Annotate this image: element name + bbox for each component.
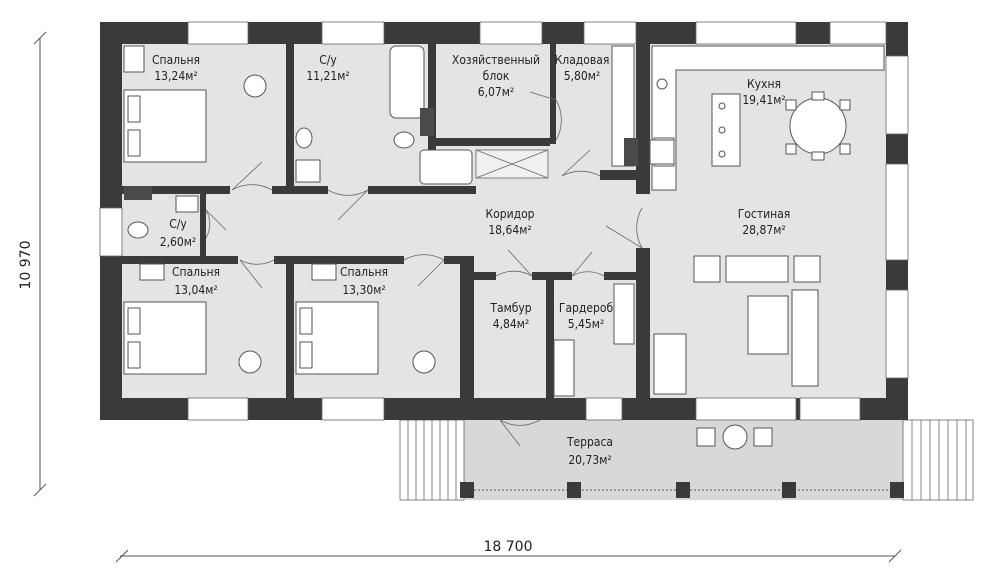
utility-area: 6,07м² [478, 85, 515, 99]
terrace-area-label: 20,73м² [568, 453, 611, 467]
bedroom1-name: Спальня [152, 53, 200, 67]
vestibule-area: 4,84м² [493, 317, 530, 331]
pantry-name: Кладовая [555, 53, 610, 67]
wardrobe-area: 5,45м² [568, 317, 605, 331]
living-area: 28,87м² [742, 223, 785, 237]
utility-name-1: Хозяйственный [452, 53, 540, 67]
bath1-area: 11,21м² [306, 69, 349, 83]
interior-walls [122, 44, 650, 420]
corridor-name: Коридор [485, 207, 534, 221]
furniture [123, 45, 885, 397]
kitchen-area: 19,41м² [742, 93, 785, 107]
bath2-name: С/у [169, 217, 187, 231]
bedroom2-name: Спальня [172, 265, 220, 279]
living-name: Гостиная [738, 207, 791, 221]
bath1-name: С/у [319, 53, 337, 67]
width-dimension: 18 700 [115, 539, 902, 563]
bedroom3-area: 13,30м² [342, 283, 385, 297]
bath2-area: 2,60м² [160, 235, 197, 249]
bedroom2-area: 13,04м² [174, 283, 217, 297]
terrace-area [399, 419, 974, 501]
terrace-name: Терраса [566, 435, 613, 449]
utility-name-2: блок [483, 69, 510, 83]
pantry-area: 5,80м² [564, 69, 601, 83]
width-dimension-label: 18 700 [484, 539, 533, 555]
corridor-area: 18,64м² [488, 223, 531, 237]
bedroom3-name: Спальня [340, 265, 388, 279]
height-dimension-label: 10 970 [18, 241, 34, 290]
windows [99, 21, 909, 421]
bedroom1-area: 13,24м² [154, 69, 197, 83]
vestibule-name: Тамбур [489, 301, 531, 315]
doors [205, 91, 643, 447]
room-labels: Спальня 13,24м² С/у 11,21м² Хозяйственны… [152, 53, 790, 467]
wardrobe-name: Гардероб [559, 301, 614, 315]
height-dimension: 10 970 [18, 31, 47, 497]
corridor-ceiling-mark [475, 149, 549, 179]
kitchen-name: Кухня [747, 77, 781, 91]
